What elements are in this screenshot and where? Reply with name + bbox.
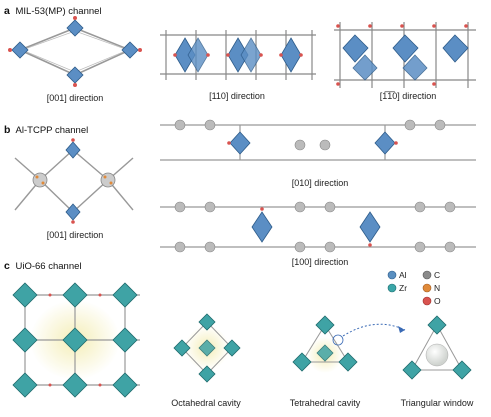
svg-text:Al: Al <box>399 270 407 280</box>
triangular-window-label: Triangular window <box>401 398 474 408</box>
svg-text:C: C <box>434 270 440 280</box>
tetrahedral-cavity-label: Tetrahedral cavity <box>290 398 361 408</box>
svg-text:b Al-TCPP channel: b Al-TCPP channel <box>4 124 88 136</box>
altcpp-010-label: [010] direction <box>292 178 349 188</box>
mil53-001-structure <box>8 16 142 87</box>
mil53-110-structure <box>160 30 316 80</box>
legend: Al Zr C N O <box>387 270 441 306</box>
legend-c: C <box>422 270 440 280</box>
svg-text:N: N <box>434 283 440 293</box>
panel-b-title: Al-TCPP channel <box>16 125 89 136</box>
octahedral-cavity-structure <box>173 313 241 383</box>
svg-text:Zr: Zr <box>399 283 407 293</box>
panel-a-title: MIL-53(MP) channel <box>15 6 101 17</box>
mil53-110-label: [110] direction <box>209 91 265 101</box>
panel-c-letter: c <box>4 260 10 272</box>
mil53-1-10-label: [1̅1̅0] direction <box>380 91 437 101</box>
panel-b-letter: b <box>4 124 10 136</box>
uio66-lattice <box>12 282 140 398</box>
panel-a-letter: a <box>4 5 10 17</box>
legend-zr: Zr <box>387 283 407 293</box>
legend-o: O <box>422 296 441 306</box>
altcpp-100-structure <box>160 201 476 253</box>
mil53-1-10-structure <box>334 22 476 88</box>
svg-text:c UiO-66 channel: c UiO-66 channel <box>4 260 82 272</box>
mil53-001-label: [001] direction <box>47 93 104 103</box>
panel-b: b Al-TCPP channel [001] directio <box>4 119 476 267</box>
legend-al: Al <box>387 270 407 280</box>
altcpp-010-structure <box>160 119 476 161</box>
altcpp-001-label: [001] direction <box>47 230 104 240</box>
svg-text:a MIL-53(MP) channel: a MIL-53(MP) channel <box>4 5 102 17</box>
tetrahedral-cavity-structure <box>292 315 406 373</box>
panel-c: c UiO-66 channel <box>4 260 474 408</box>
panel-c-title: UiO-66 channel <box>15 261 81 272</box>
panel-a: a MIL-53(MP) channel [001] direction <box>4 5 476 103</box>
svg-text:O: O <box>434 296 441 306</box>
altcpp-100-label: [100] direction <box>292 257 349 267</box>
triangular-window-structure <box>402 315 472 380</box>
altcpp-001-structure <box>14 138 134 224</box>
legend-n: N <box>422 283 440 293</box>
octahedral-cavity-label: Octahedral cavity <box>171 398 241 408</box>
